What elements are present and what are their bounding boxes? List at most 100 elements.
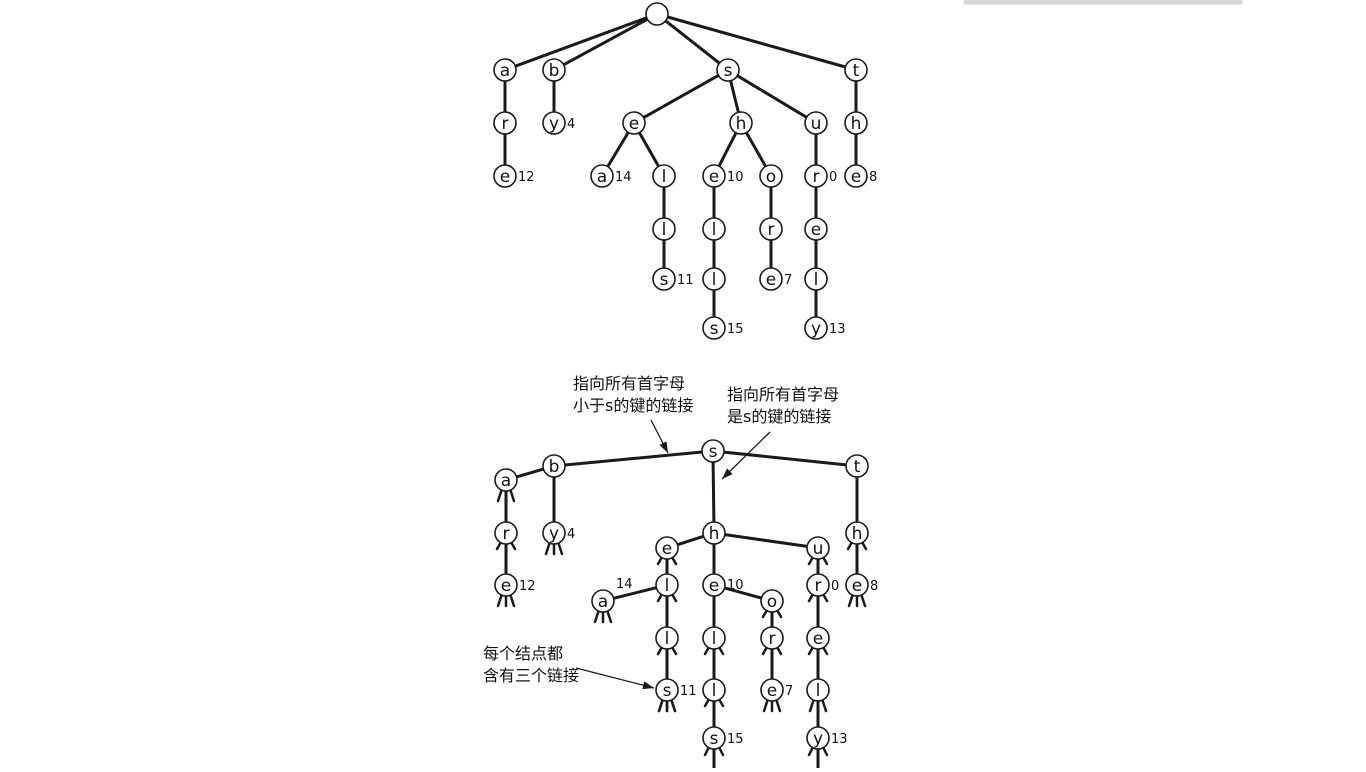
trie-link xyxy=(642,73,720,120)
node-circle xyxy=(844,58,868,82)
trie-link xyxy=(729,79,740,114)
node-circle xyxy=(702,316,726,340)
trie-link xyxy=(562,17,649,67)
null-link-stub xyxy=(544,541,551,556)
node-char: h xyxy=(852,524,863,544)
node-circle xyxy=(844,164,868,188)
trie-root-node xyxy=(645,2,669,26)
trie-node-sho: o xyxy=(759,164,783,188)
node-circle xyxy=(542,454,566,478)
null-link-stub xyxy=(557,541,564,556)
node-circle xyxy=(494,468,518,492)
node-circle xyxy=(845,454,869,478)
node-circle xyxy=(845,521,869,545)
node-circle xyxy=(804,217,828,241)
node-circle xyxy=(806,573,830,597)
node-char: h xyxy=(709,524,720,544)
node-circle xyxy=(655,536,679,560)
null-link-stub xyxy=(670,698,677,713)
tst-node-or: r xyxy=(760,626,784,650)
node-circle xyxy=(760,589,784,613)
tst-node-th: h xyxy=(845,521,869,545)
node-char: r xyxy=(503,524,510,544)
node-char: r xyxy=(502,114,509,134)
node-char: y xyxy=(549,114,559,134)
tst-link xyxy=(612,586,658,600)
node-char: h xyxy=(851,114,862,134)
node-circle xyxy=(806,626,830,650)
node-value: 12 xyxy=(518,170,535,185)
node-circle xyxy=(590,164,614,188)
tst-link xyxy=(722,450,848,467)
node-circle xyxy=(702,726,726,750)
node-char: o xyxy=(766,167,776,187)
tst-node-ure: e xyxy=(806,626,830,650)
node-char: e xyxy=(813,629,823,649)
node-char: t xyxy=(854,457,861,477)
node-circle xyxy=(701,439,725,463)
tst-link xyxy=(711,460,716,524)
trie-link xyxy=(717,131,738,168)
null-link-stub xyxy=(509,488,516,503)
node-char: r xyxy=(769,629,776,649)
tst-node-a2: a14 xyxy=(591,577,633,613)
node-circle xyxy=(493,58,517,82)
node-value: 13 xyxy=(831,732,848,747)
node-circle xyxy=(702,678,726,702)
tst-node-hel: l xyxy=(702,626,726,650)
node-value: 13 xyxy=(829,322,846,337)
node-circle xyxy=(702,573,726,597)
node-circle xyxy=(760,678,784,702)
node-value: 14 xyxy=(616,577,633,592)
node-circle xyxy=(760,626,784,650)
node-char: l xyxy=(712,220,717,240)
tst-node-hell: l xyxy=(702,678,726,702)
node-char: r xyxy=(815,576,822,596)
trie-node-sh: h xyxy=(729,111,753,135)
node-char: e xyxy=(811,220,821,240)
node-value: 11 xyxy=(680,684,697,699)
node-char: l xyxy=(665,576,670,596)
trie-node-sure: e xyxy=(804,217,828,241)
node-circle xyxy=(804,267,828,291)
top-window-edge xyxy=(964,0,1242,3)
null-link-stub xyxy=(808,698,815,713)
null-link-stub xyxy=(509,593,516,608)
node-circle xyxy=(759,164,783,188)
node-char: s xyxy=(724,61,733,81)
node-char: b xyxy=(549,61,560,81)
node-circle xyxy=(542,58,566,82)
tst-node-ll: l xyxy=(655,626,679,650)
node-circle xyxy=(806,536,830,560)
node-circle xyxy=(655,678,679,702)
trie-node-su: u xyxy=(804,111,828,135)
node-circle xyxy=(702,164,726,188)
node-value: 8 xyxy=(869,170,877,185)
node-circle xyxy=(845,573,869,597)
node-circle xyxy=(702,267,726,291)
node-char: u xyxy=(811,114,822,134)
annotation-equal-link: 指向所有首字母是s的键的链接 xyxy=(727,385,839,426)
node-char: s xyxy=(710,319,719,339)
node-circle xyxy=(652,217,676,241)
null-link-stub xyxy=(775,698,782,713)
node-char: a xyxy=(500,61,510,81)
node-circle xyxy=(591,589,615,613)
trie-link xyxy=(513,16,649,68)
node-char: l xyxy=(816,681,821,701)
arrow-three-links xyxy=(575,667,655,690)
node-circle xyxy=(655,573,679,597)
node-circle xyxy=(493,111,517,135)
trie-node-sell: l xyxy=(652,217,676,241)
trie-link xyxy=(606,130,630,169)
